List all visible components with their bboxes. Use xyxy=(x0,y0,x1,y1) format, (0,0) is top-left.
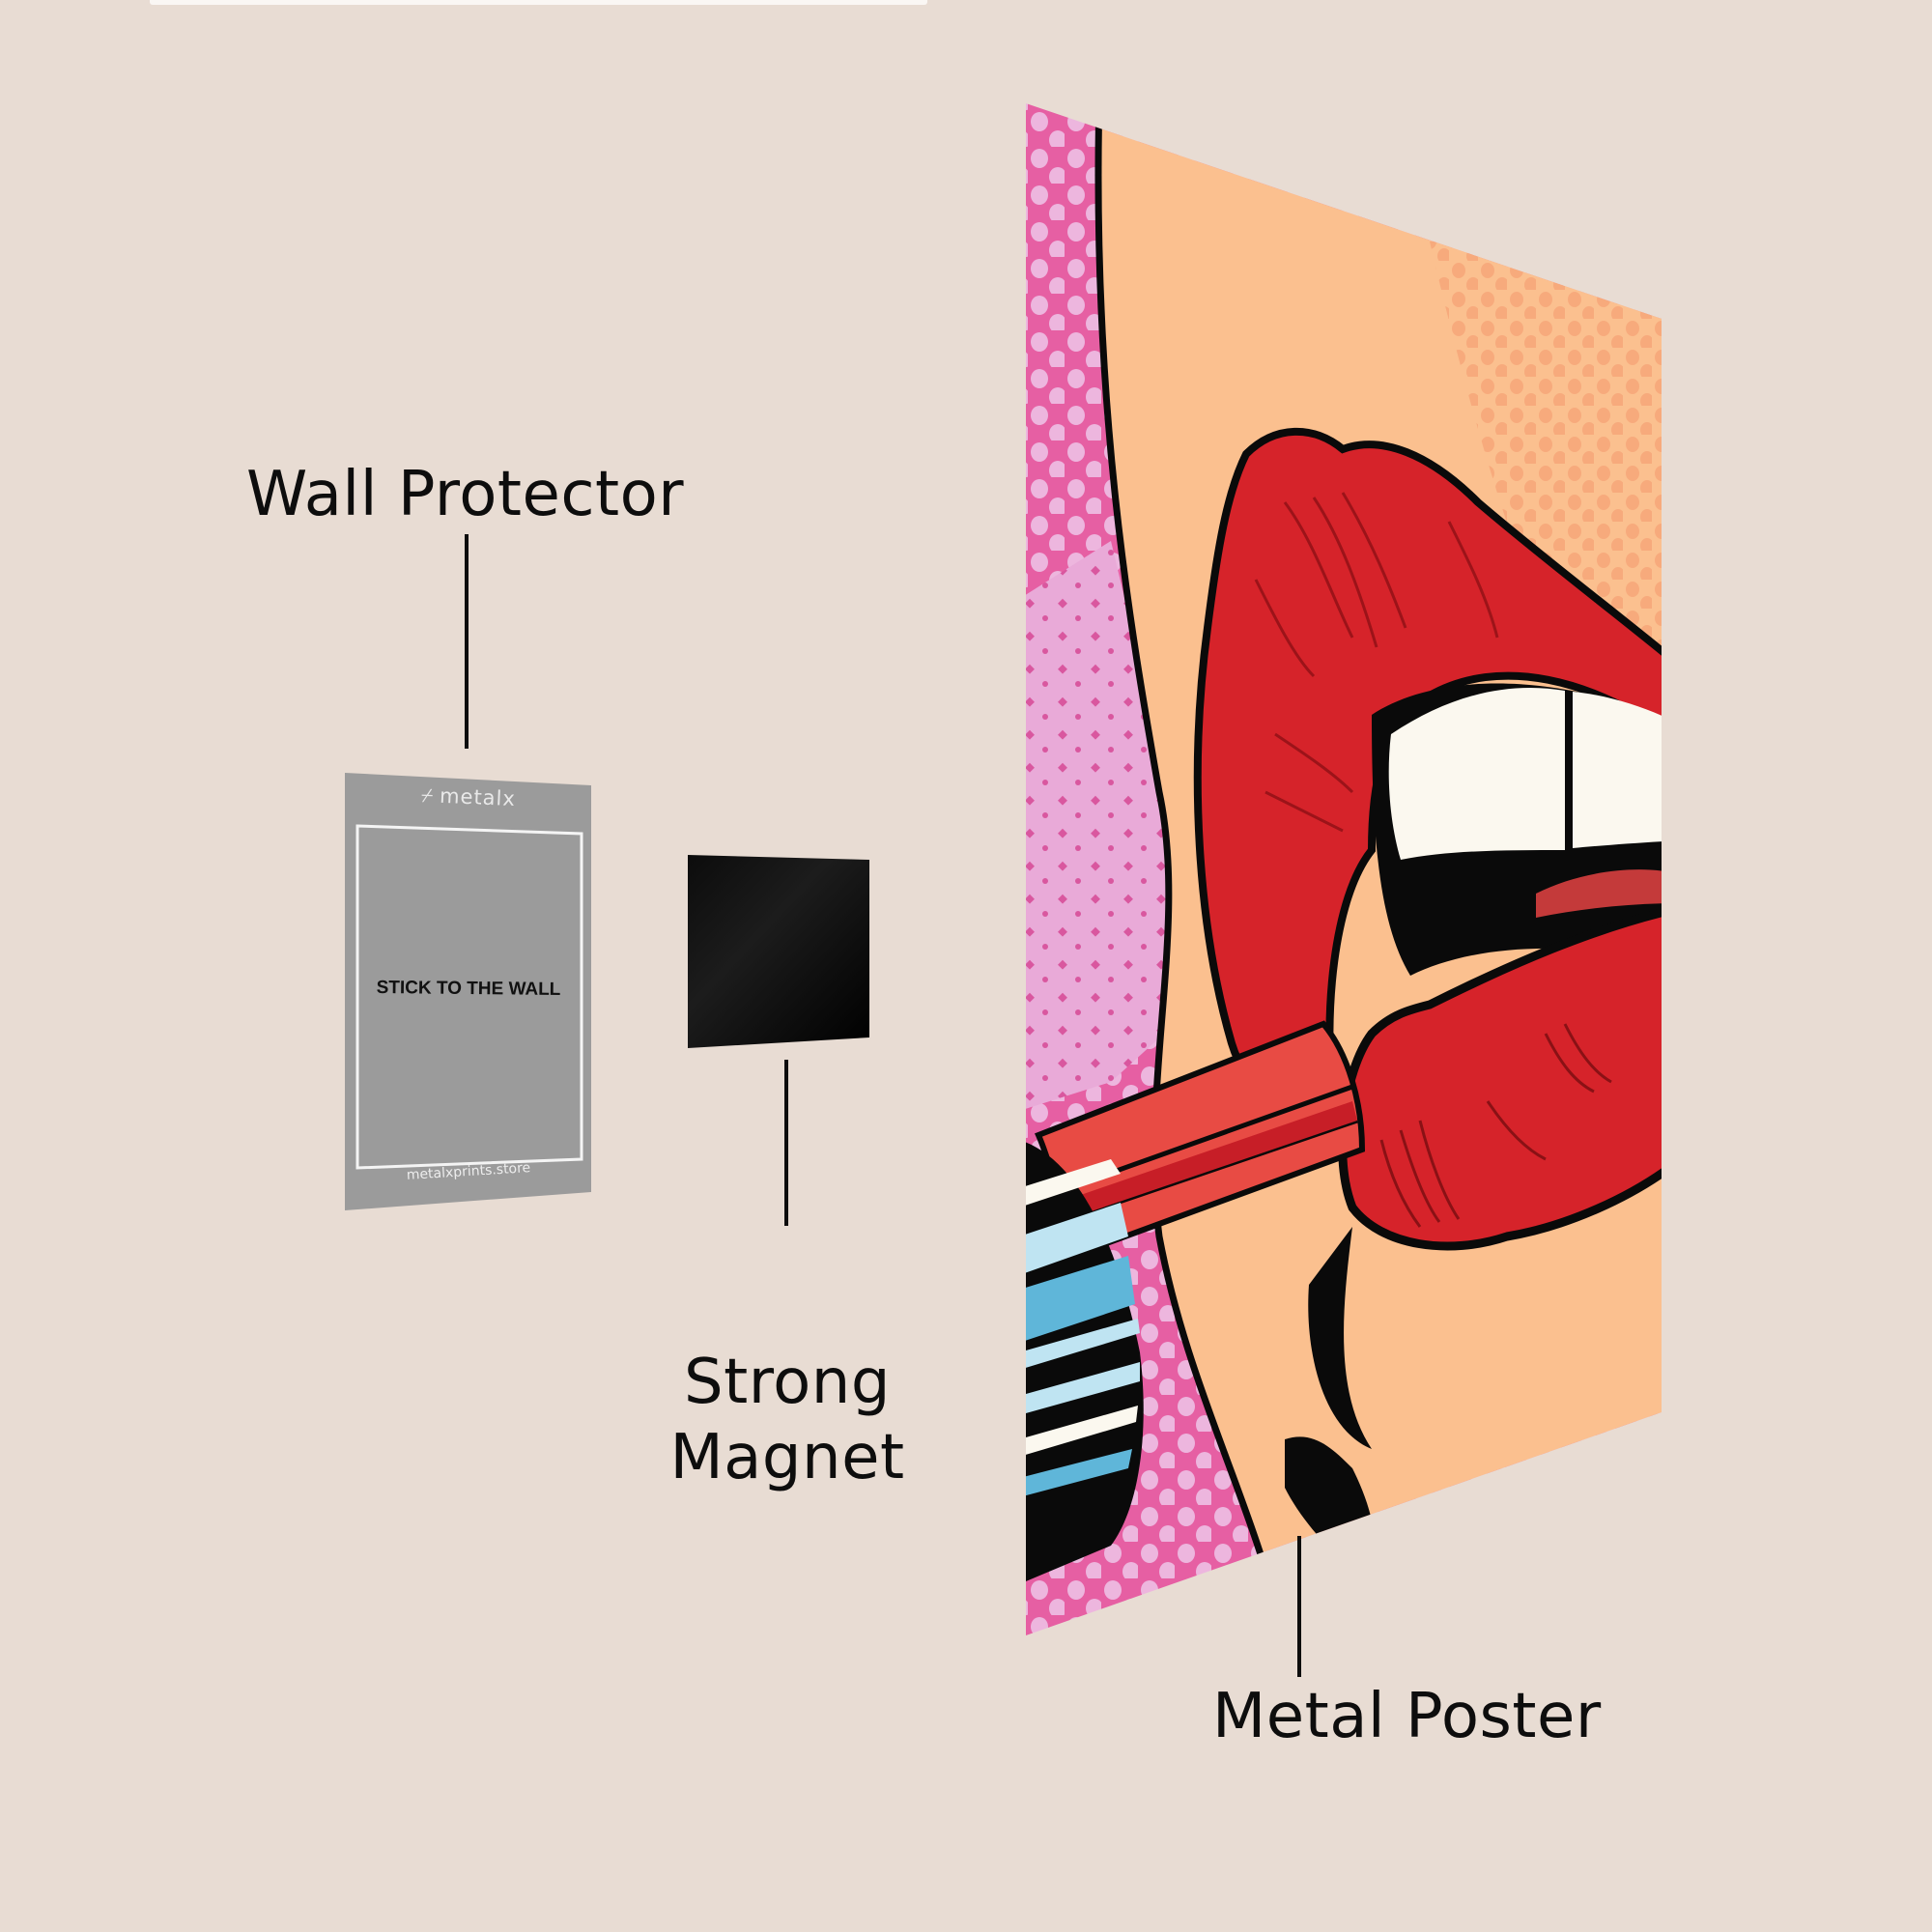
strong-magnet-label: Strong Magnet xyxy=(657,1345,918,1495)
metalx-logo-icon: ⌿ xyxy=(420,782,435,808)
metalx-brand-text: metalx xyxy=(439,783,517,811)
wall-protector-label: Wall Protector xyxy=(246,459,685,530)
wall-protector-callout-line xyxy=(465,534,469,749)
strong-magnet xyxy=(681,850,874,1053)
wall-protector-shape xyxy=(345,773,591,1210)
top-edge-strip xyxy=(150,0,927,5)
metal-poster xyxy=(1019,97,1671,1642)
stick-to-wall-text: STICK TO THE WALL xyxy=(376,978,561,1000)
wall-protector-panel: ⌿metalx STICK TO THE WALL metalxprints.s… xyxy=(338,768,599,1217)
magnet-shape xyxy=(688,855,869,1048)
strong-magnet-label-line2: Magnet xyxy=(669,1422,905,1493)
metal-poster-label: Metal Poster xyxy=(1212,1681,1602,1752)
poster-artwork xyxy=(1026,103,1662,1635)
strong-magnet-label-line1: Strong xyxy=(684,1347,891,1418)
metal-poster-callout-line xyxy=(1297,1536,1301,1677)
magnet-callout-line xyxy=(784,1060,788,1226)
